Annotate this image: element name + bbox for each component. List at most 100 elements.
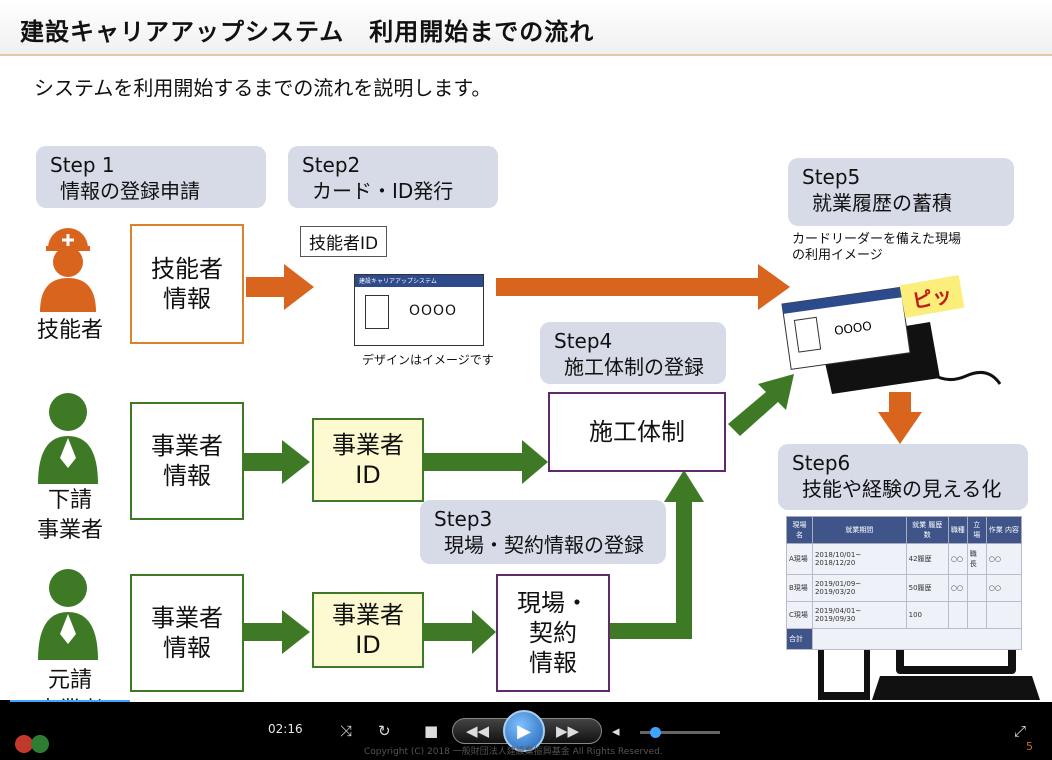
card-number: OOOO: [409, 303, 458, 319]
table-row: C現場 2019/04/01~ 2019/09/30 100: [786, 601, 1023, 629]
table-cell: [947, 601, 968, 629]
table-header: 就業 履歴数: [905, 516, 949, 544]
work-history-table: 現場名 就業期間 就業 履歴数 職種 立場 作業 内容 A現場 2018/10/…: [786, 516, 1023, 650]
stop-button[interactable]: ■: [424, 722, 439, 740]
orange-arrow-tech: [246, 264, 314, 310]
step1-box: Step 1 情報の登録申請: [36, 146, 266, 208]
table-cell: 2018/10/01~ 2018/12/20: [811, 543, 907, 575]
step4-desc: 施工体制の登録: [564, 355, 704, 379]
step5-label: Step5: [802, 165, 861, 189]
technician-icon: [40, 228, 96, 312]
orange-arrow-card: [496, 264, 790, 310]
subcontractor-id-box: 事業者 ID: [312, 418, 424, 502]
prime-contractor-info-box: 事業者 情報: [130, 574, 244, 692]
table-header: 作業 内容: [985, 516, 1023, 544]
orange-arrow-down: [878, 392, 922, 444]
subcontractor-icon: [38, 393, 98, 484]
fullscreen-icon[interactable]: ⤢: [1014, 722, 1027, 740]
volume-knob[interactable]: [650, 727, 661, 738]
table-cell: [985, 601, 1023, 629]
table-cell: 職長: [966, 543, 987, 575]
table-cell: C現場: [786, 601, 813, 629]
card-header: 建設キャリアアップシステム: [355, 275, 483, 287]
diagram-graphics: OOOO: [38, 228, 1040, 700]
subcontractor-label: 下請 事業者: [36, 488, 103, 543]
green-arrow-sub-1: [244, 440, 310, 484]
table-cell: [966, 601, 987, 629]
slide-subtitle: システムを利用開始するまでの流れを説明します。: [34, 76, 492, 100]
table-row: A現場 2018/10/01~ 2018/12/20 42履歴 ○○ 職長 ○○: [786, 543, 1023, 575]
step4-box: Step4 施工体制の登録: [540, 322, 726, 384]
slide-title: 建設キャリアアップシステム 利用開始までの流れ: [20, 18, 595, 46]
green-arrow-prime-1: [244, 610, 310, 654]
fast-forward-button[interactable]: ▶▶: [556, 722, 580, 740]
technician-info-box: 技能者 情報: [130, 224, 244, 344]
table-cell: [811, 628, 1023, 650]
card-photo-icon: [365, 295, 389, 329]
id-card: 建設キャリアアップシステム OOOO: [354, 274, 484, 346]
table-cell: 2019/01/09~ 2019/03/20: [811, 574, 907, 602]
play-button[interactable]: ▶: [503, 710, 545, 752]
table-header: 職種: [947, 516, 968, 544]
green-arrow-up: [610, 470, 704, 639]
table-cell: ○○: [985, 543, 1023, 575]
table-header: 就業期間: [811, 516, 907, 544]
step2-desc: カード・ID発行: [312, 179, 454, 203]
logo-icon: [15, 735, 49, 753]
slide-title-bar: [0, 0, 1052, 56]
reader-caption: カードリーダーを備えた現場 の利用イメージ: [792, 232, 962, 263]
table-row: B現場 2019/01/09~ 2019/03/20 50履歴 ○○ ○○: [786, 574, 1023, 602]
shuffle-icon[interactable]: ⤨: [340, 722, 353, 740]
subcontractor-info-box: 事業者 情報: [130, 402, 244, 520]
svg-text:OOOO: OOOO: [833, 319, 872, 338]
green-arrow-sub-2: [424, 440, 548, 484]
prime-contractor-icon: [38, 569, 98, 660]
step6-label: Step6: [792, 451, 851, 475]
site-contract-box: 現場・ 契約 情報: [496, 574, 610, 692]
rewind-button[interactable]: ◀◀: [466, 722, 490, 740]
step6-box: Step6 技能や経験の見える化: [778, 444, 1028, 510]
table-total-label: 合計: [786, 628, 813, 650]
playback-time: 02:16: [268, 722, 303, 736]
prime-contractor-id-box: 事業者 ID: [312, 592, 424, 668]
green-arrow-diagonal: [728, 374, 794, 436]
step3-desc: 現場・契約情報の登録: [444, 533, 644, 557]
step1-desc: 情報の登録申請: [60, 179, 200, 203]
table-header: 立場: [966, 516, 987, 544]
repeat-icon[interactable]: ↻: [378, 722, 391, 740]
table-cell: ○○: [947, 574, 968, 602]
step5-box: Step5 就業履歴の蓄積: [788, 158, 1014, 226]
table-cell: 2019/04/01~ 2019/09/30: [811, 601, 907, 629]
step2-label: Step2: [302, 153, 361, 177]
step3-box: Step3 現場・契約情報の登録: [420, 500, 666, 564]
volume-slider[interactable]: [640, 731, 720, 734]
progress-track[interactable]: [10, 700, 1052, 702]
reader-card-icon: OOOO: [781, 286, 911, 370]
step1-label: Step 1: [50, 153, 115, 177]
technician-label: 技能者: [36, 318, 103, 343]
table-header-row: 現場名 就業期間 就業 履歴数 職種 立場 作業 内容: [786, 516, 1023, 544]
table-cell: 42履歴: [905, 543, 949, 575]
step5-desc: 就業履歴の蓄積: [812, 191, 952, 215]
copyright-text: Copyright (C) 2018 一般財団法人建設業振興基金 All Rig…: [364, 747, 663, 757]
step2-box: Step2 カード・ID発行: [288, 146, 498, 208]
table-header: 現場名: [786, 516, 813, 544]
design-note: デザインはイメージです: [362, 353, 494, 367]
progress-fill: [10, 700, 130, 702]
step6-desc: 技能や経験の見える化: [802, 477, 1002, 501]
table-cell: [966, 574, 987, 602]
step4-label: Step4: [554, 329, 613, 353]
table-cell: ○○: [947, 543, 968, 575]
table-cell: A現場: [786, 543, 813, 575]
table-cell: ○○: [985, 574, 1023, 602]
construction-system-box: 施工体制: [548, 392, 726, 472]
page-number: 5: [1026, 740, 1033, 753]
table-row: 合計: [786, 628, 1023, 650]
technician-id-label: 技能者ID: [300, 226, 388, 257]
table-cell: 50履歴: [905, 574, 949, 602]
table-cell: 100: [905, 601, 949, 629]
volume-icon[interactable]: ◂: [612, 722, 620, 740]
step3-label: Step3: [434, 507, 493, 531]
green-arrow-prime-2: [424, 610, 496, 654]
table-cell: B現場: [786, 574, 813, 602]
